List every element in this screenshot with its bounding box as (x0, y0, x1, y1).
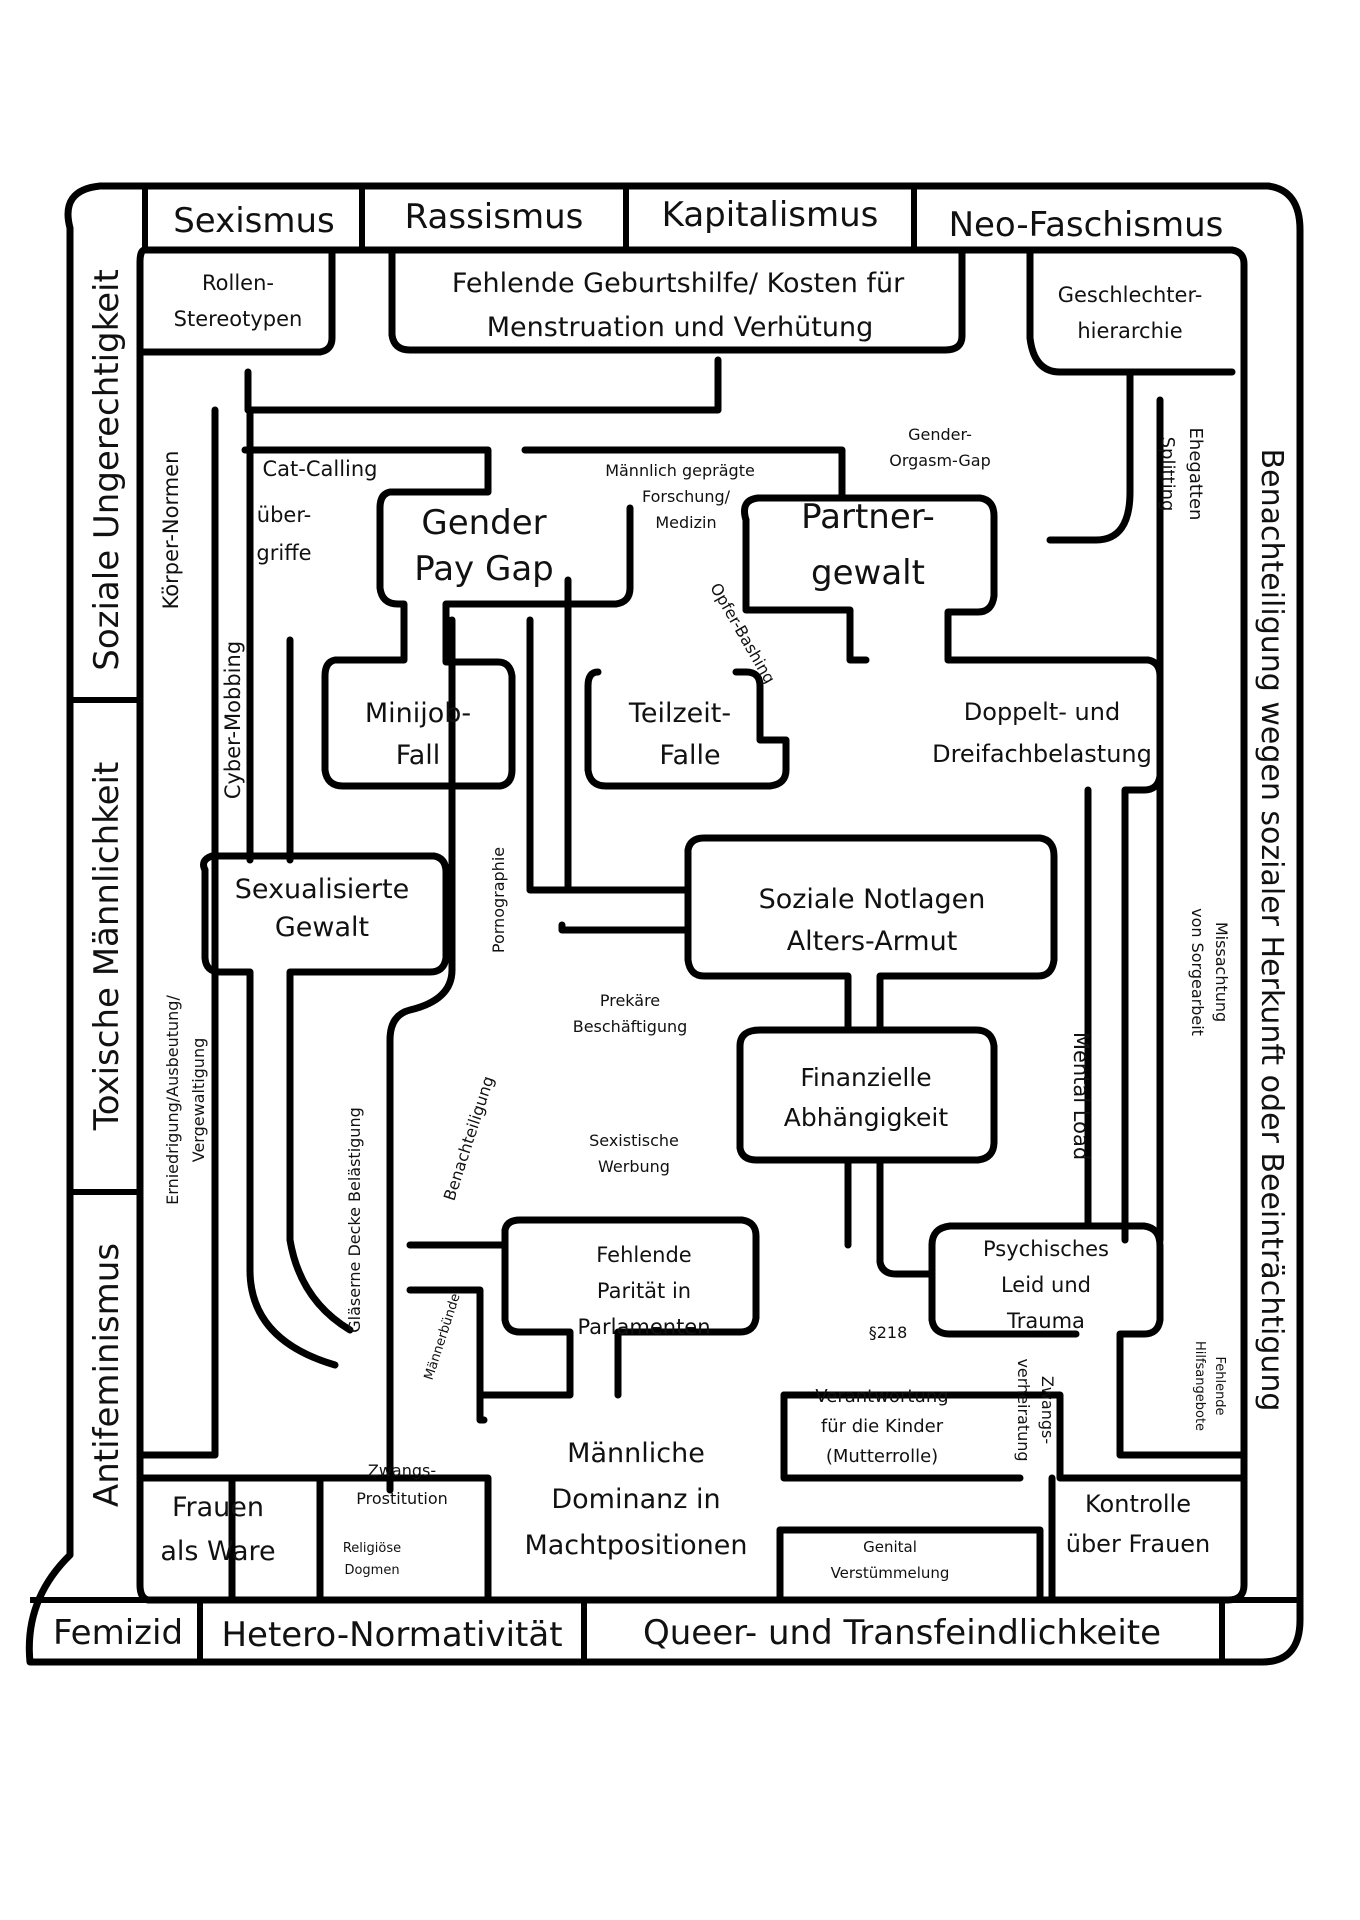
box-partnergewalt-line1: Partner- (801, 497, 935, 537)
left-label-soziale-ungerechtigkeit: Soziale Ungerechtigkeit (87, 269, 127, 671)
box-psychisch-line2: Leid und (1001, 1273, 1091, 1297)
maze-walls (136, 246, 1248, 1604)
box-finanzielle-line1: Finanzielle (800, 1063, 931, 1092)
box-frauen-line1: Frauen (172, 1492, 264, 1523)
label-maennlich-line2: Forschung/ (642, 487, 731, 506)
box-gender-pay-gap-line1: Gender (421, 503, 546, 543)
box-rollen-line2: Stereotypen (174, 307, 303, 331)
label-orgasm-gap-line1: Gender- (908, 425, 972, 444)
label-verantwortung-line3: (Mutterrolle) (826, 1446, 938, 1467)
label-verantwortung-line1: Verantwortung (815, 1386, 948, 1407)
label-religioese-line1: Religiöse (343, 1541, 401, 1556)
label-verantwortung-line2: für die Kinder (821, 1416, 944, 1437)
box-doppelt-line1: Doppelt- und (964, 698, 1120, 726)
box-paritaet-line2: Parität in (597, 1279, 691, 1303)
box-psychisch-line3: Trauma (1006, 1309, 1085, 1333)
label-sexistische-werbung-line1: Sexistische (589, 1131, 679, 1150)
box-geschlechterhierarchie-line2: hierarchie (1077, 319, 1182, 343)
label-missachtung-line1: Missachtung (1212, 922, 1231, 1022)
label-paragraph-218: §218 (869, 1323, 908, 1342)
maze-boxes: Rollen- Stereotypen Fehlende Geburtshilf… (160, 268, 1210, 1567)
box-finanzielle-line2: Abhängigkeit (784, 1103, 949, 1132)
box-minijob-line2: Fall (396, 740, 441, 771)
label-prekaer-line1: Prekäre (600, 991, 660, 1010)
box-geburtshilfe-line1: Fehlende Geburtshilfe/ Kosten für (452, 268, 905, 299)
label-maennerbuende: Männerbünde (422, 1292, 464, 1382)
label-glaeserne-decke: Gläserne Decke Belästigung (345, 1107, 364, 1333)
box-dominanz-line2: Dominanz in (551, 1484, 720, 1515)
box-dominanz-line3: Machtpositionen (524, 1530, 747, 1561)
label-genital-line2: Verstümmelung (831, 1564, 950, 1582)
bottom-label-femizid: Femizid (53, 1613, 183, 1653)
label-hilfsangebote-line1: Fehlende (1212, 1356, 1227, 1415)
label-missachtung-line2: von Sorgearbeit (1188, 908, 1207, 1036)
corridor-labels: Cat-Calling über- griffe Männlich gepräg… (159, 425, 1231, 1582)
label-sexistische-werbung-line2: Werbung (598, 1157, 670, 1176)
label-uebergriffe-line1: über- (257, 503, 311, 527)
right-label-benachteiligung: Benachteiligung wegen sozialer Herkunft … (1254, 449, 1289, 1412)
left-label-antifeminismus: Antifeminismus (87, 1243, 127, 1507)
label-ehegatten-line1: Ehegatten (1185, 428, 1206, 521)
label-ehegatten-line2: Splitting (1157, 437, 1178, 512)
label-cyber-mobbing: Cyber-Mobbing (221, 641, 245, 799)
box-partnergewalt-line2: gewalt (811, 553, 925, 593)
label-hilfsangebote-line2: Hilfsangebote (1192, 1341, 1207, 1431)
box-geschlechterhierarchie-line1: Geschlechter- (1058, 283, 1203, 307)
box-kontrolle-line2: über Frauen (1066, 1530, 1211, 1558)
bottom-label-queerfeindlichkeit: Queer- und Transfeindlichkeite (643, 1613, 1161, 1653)
label-maennlich-line3: Medizin (655, 513, 716, 532)
label-genital-line1: Genital (863, 1538, 917, 1556)
box-teilzeit-line2: Falle (659, 740, 720, 771)
label-benachteiligung: Benachteiligung (440, 1074, 498, 1203)
top-label-rassismus: Rassismus (405, 197, 584, 237)
label-uebergriffe-line2: griffe (256, 541, 311, 565)
box-teilzeit-line1: Teilzeit- (628, 698, 731, 729)
box-paritaet-line1: Fehlende (596, 1243, 691, 1267)
label-erniedrigung-line1: Erniedrigung/Ausbeutung/ (163, 995, 182, 1205)
label-orgasm-gap-line2: Orgasm-Gap (889, 451, 991, 470)
box-sexualisierte-gewalt-line2: Gewalt (275, 912, 369, 943)
label-zwangsverheiratung-line2: verheiratung (1014, 1358, 1033, 1461)
top-label-neo-faschismus: Neo-Faschismus (949, 205, 1224, 245)
box-sexualisierte-gewalt-line1: Sexualisierte (235, 874, 409, 905)
bottom-label-hetero-normativitaet: Hetero-Normativität (221, 1615, 562, 1655)
bottom-border-labels: Femizid Hetero-Normativität Queer- und T… (53, 1613, 1161, 1655)
box-soziale-notlagen-line1: Soziale Notlagen (759, 884, 986, 915)
right-border-label: Benachteiligung wegen sozialer Herkunft … (1254, 449, 1289, 1412)
left-border-labels: Soziale Ungerechtigkeit Toxische Männlic… (87, 269, 127, 1507)
label-zwangsprostitution-line2: Prostitution (356, 1489, 448, 1508)
box-soziale-notlagen-line2: Alters-Armut (787, 926, 958, 957)
label-zwangsverheiratung-line1: Zwangs- (1038, 1376, 1057, 1444)
box-kontrolle-line1: Kontrolle (1085, 1490, 1191, 1518)
label-prekaer-line2: Beschäftigung (573, 1017, 688, 1036)
box-psychisch-line1: Psychisches (983, 1237, 1109, 1261)
label-zwangsprostitution-line1: Zwangs- (368, 1461, 436, 1480)
top-label-sexismus: Sexismus (173, 201, 335, 241)
box-geburtshilfe-line2: Menstruation und Verhütung (487, 312, 873, 343)
label-koerper-normen: Körper-Normen (159, 451, 183, 610)
label-cat-calling: Cat-Calling (262, 457, 377, 481)
box-paritaet-line3: Parlamenten (577, 1315, 710, 1339)
top-border-labels: Sexismus Rassismus Kapitalismus Neo-Fasc… (173, 195, 1223, 245)
outer-frame (25, 182, 1304, 1666)
box-minijob-line1: Minijob- (365, 698, 471, 729)
label-erniedrigung-line2: Vergewaltigung (189, 1038, 208, 1163)
box-frauen-line2: als Ware (160, 1536, 275, 1567)
label-religioese-line2: Dogmen (344, 1563, 399, 1578)
box-doppelt-line2: Dreifachbelastung (932, 740, 1152, 768)
label-mental-load: Mental Load (1069, 1032, 1093, 1160)
left-label-toxische-maennlichkeit: Toxische Männlichkeit (87, 762, 127, 1132)
label-pornographie: Pornographie (489, 847, 508, 953)
box-dominanz-line1: Männliche (567, 1438, 705, 1469)
box-gender-pay-gap-line2: Pay Gap (414, 549, 554, 589)
box-rollen-line1: Rollen- (202, 271, 274, 295)
label-maennlich-line1: Männlich geprägte (605, 461, 755, 480)
top-label-kapitalismus: Kapitalismus (662, 195, 879, 235)
